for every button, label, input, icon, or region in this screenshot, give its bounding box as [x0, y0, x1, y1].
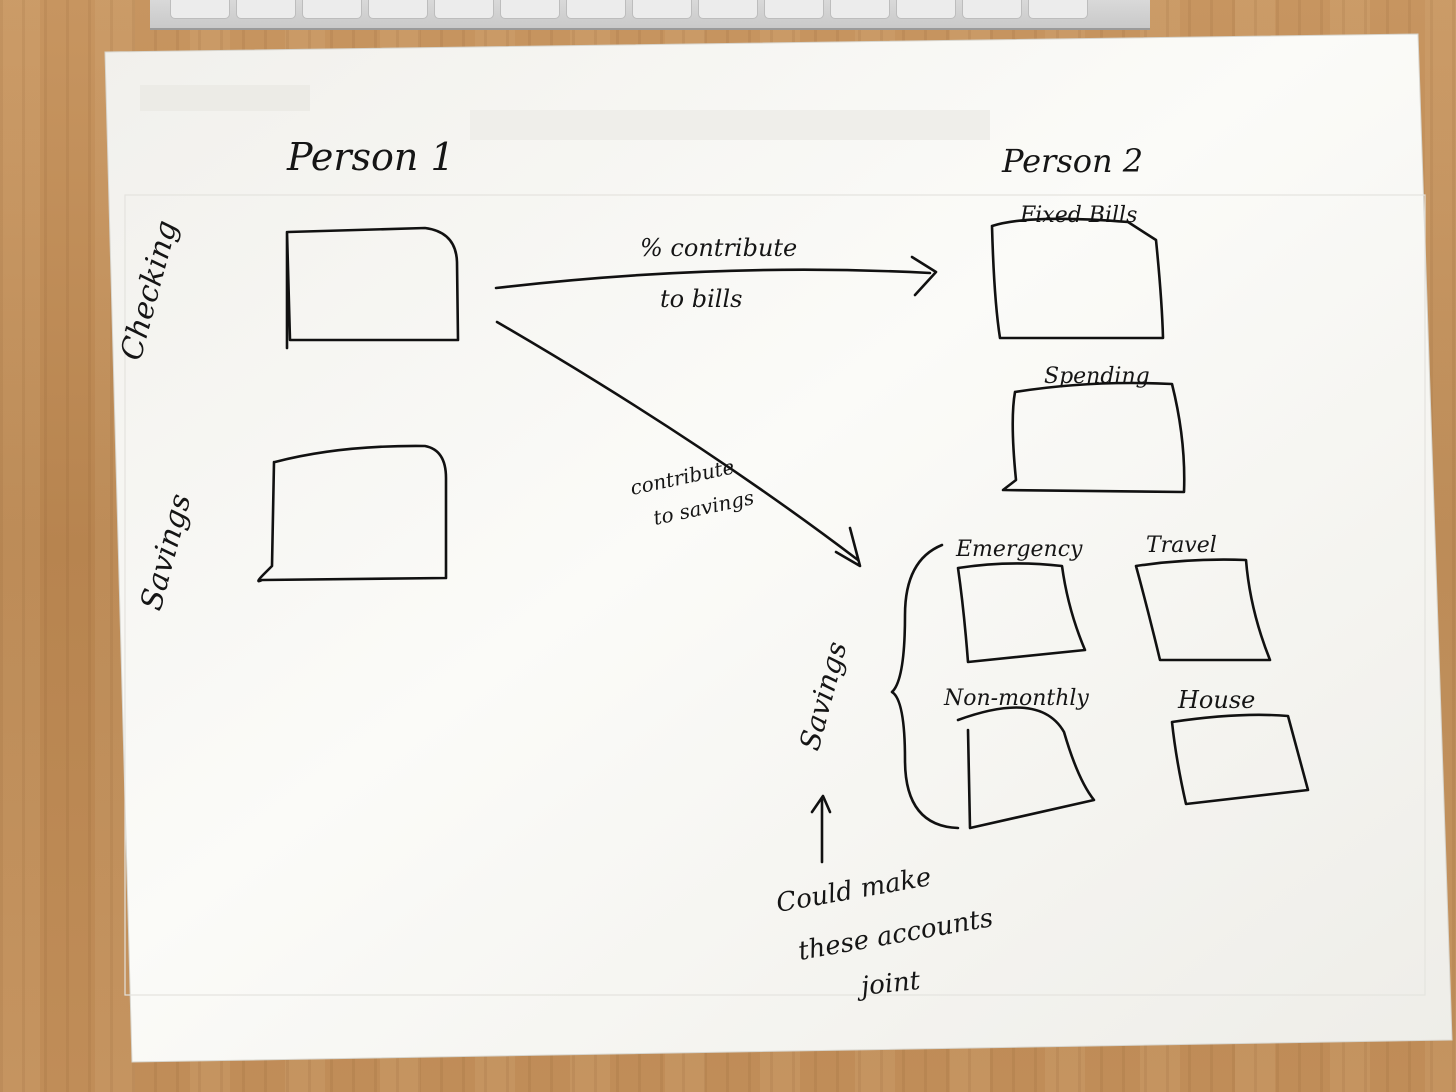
keyboard-key	[1028, 0, 1088, 19]
savings-group-brace	[890, 543, 960, 830]
travel-fund-box	[1134, 558, 1272, 662]
savings-account-box-person1	[257, 444, 448, 583]
keyboard-key	[302, 0, 362, 19]
keyboard-key	[566, 0, 626, 19]
emergency-label: Emergency	[955, 537, 1083, 562]
keyboard-key	[368, 0, 428, 19]
keyboard-key	[698, 0, 758, 19]
bills-arrow-head	[910, 255, 938, 297]
savings-arrow-line	[495, 320, 860, 562]
bills-arrow-line	[494, 268, 932, 290]
contribute-bills-line2: to bills	[660, 285, 742, 313]
non-monthly-fund-box	[956, 706, 1096, 830]
house-fund-box	[1170, 713, 1310, 806]
fixed-bills-label: Fixed Bills	[1019, 203, 1137, 228]
keyboard-edge	[150, 0, 1150, 30]
keyboard-key	[170, 0, 230, 19]
keyboard-key	[764, 0, 824, 19]
fixed-bills-box	[990, 217, 1165, 340]
show-through-form	[124, 194, 1426, 996]
checking-account-box	[285, 226, 460, 350]
keyboard-key	[830, 0, 890, 19]
note-line3: joint	[855, 966, 923, 1003]
emergency-fund-box	[956, 562, 1087, 664]
person1-label: Person 1	[286, 135, 455, 179]
keyboard-key	[434, 0, 494, 19]
savings-arrow-head	[834, 526, 862, 568]
keyboard-key	[962, 0, 1022, 19]
note-arrow-head	[810, 794, 832, 814]
contribute-bills-line1: % contribute	[640, 234, 797, 262]
keyboard-key	[500, 0, 560, 19]
keyboard-key	[632, 0, 692, 19]
keyboard-key	[896, 0, 956, 19]
travel-label: Travel	[1146, 533, 1217, 558]
house-label: House	[1177, 686, 1255, 714]
show-through-logo	[140, 85, 310, 111]
spending-box	[1001, 381, 1186, 494]
show-through-title	[470, 110, 990, 140]
person2-label: Person 2	[1001, 142, 1143, 180]
keyboard-key	[236, 0, 296, 19]
paper	[104, 33, 1453, 1063]
